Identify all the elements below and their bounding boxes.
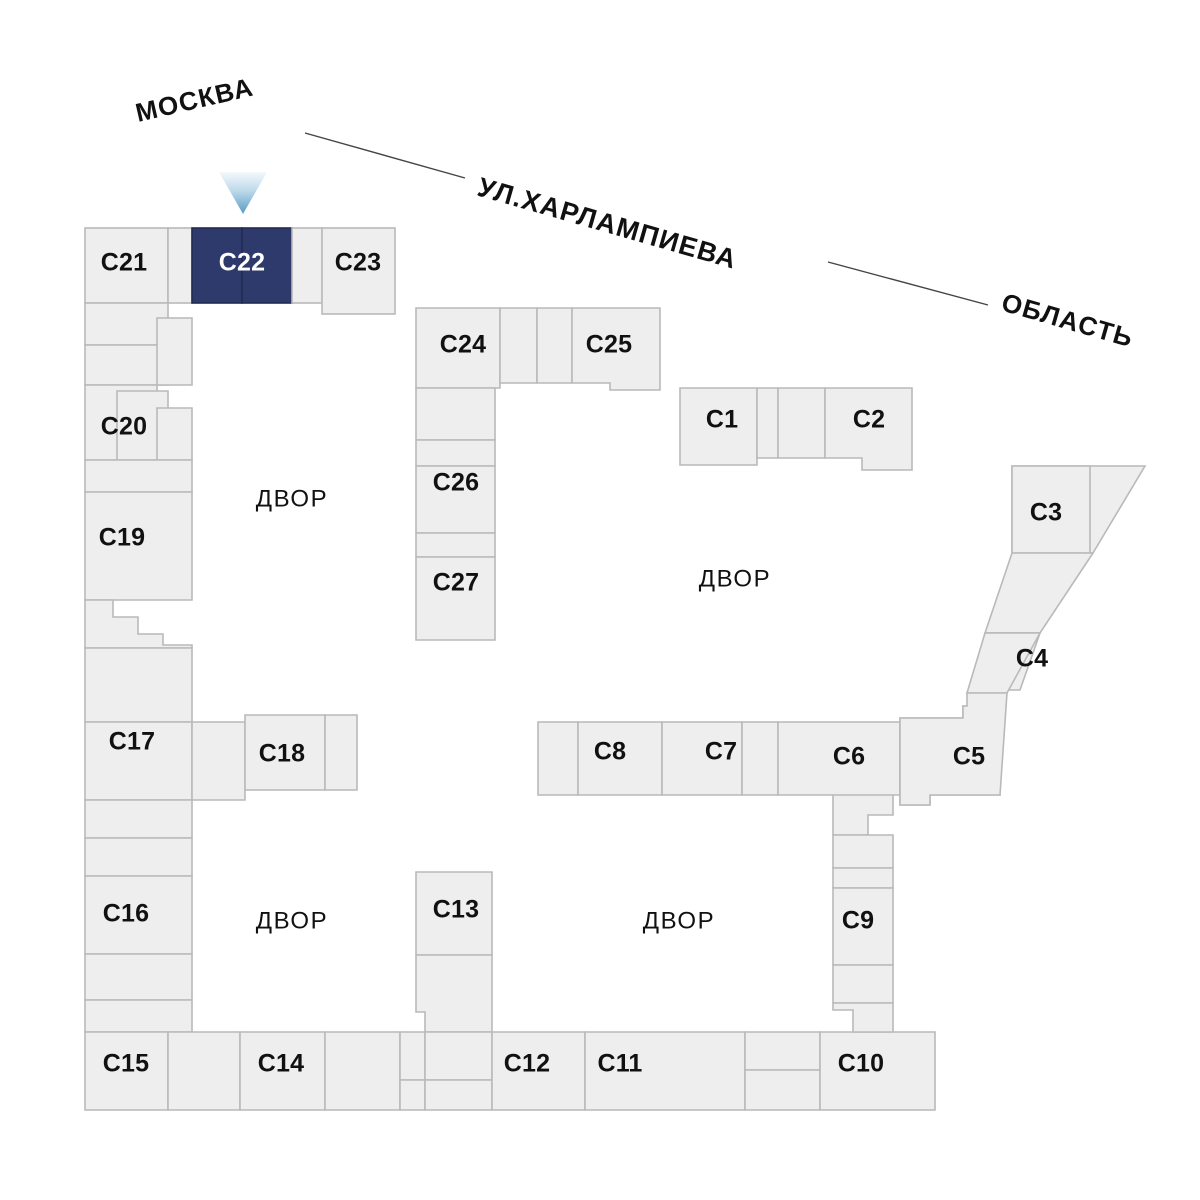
unit-label-C7[interactable]: C7 [705,738,737,766]
unit-shape-C2[interactable] [824,387,913,471]
unit-shape-C22b[interactable] [241,227,293,304]
unit-shape-C1[interactable] [679,387,758,466]
unit-shape-C1b[interactable] [756,387,779,459]
unit-shape-C5b[interactable] [899,692,1008,806]
unit-shape-C19[interactable] [84,491,193,601]
unit-shape-west-6[interactable] [84,953,193,1001]
unit-shape-C23a[interactable] [291,227,323,304]
leader-line-moscow [304,132,466,179]
unit-shape-west-3[interactable] [156,317,193,386]
unit-label-C23[interactable]: C23 [335,249,381,277]
unit-shape-C17b[interactable] [191,721,246,801]
unit-label-C13[interactable]: C13 [433,896,479,924]
unit-label-C8[interactable]: C8 [594,738,626,766]
unit-shape-C22a[interactable] [191,227,243,304]
unit-label-C20[interactable]: C20 [101,413,147,441]
unit-shape-C27b[interactable] [415,532,496,558]
unit-shape-C21b[interactable] [167,227,193,304]
unit-shape-C9e[interactable] [832,1002,894,1033]
unit-shape-C10[interactable] [819,1031,936,1111]
block-east-wing [832,789,894,1033]
yard-label-sw: ДВОР [256,907,329,934]
unit-label-C10[interactable]: C10 [838,1050,884,1078]
yard-label-se: ДВОР [643,907,716,934]
unit-label-C25[interactable]: C25 [586,331,632,359]
unit-shape-C11c[interactable] [744,1069,821,1111]
unit-shape-C9b[interactable] [832,834,894,869]
unit-shape-C2b[interactable] [777,387,826,459]
unit-label-C26[interactable]: C26 [433,469,479,497]
unit-label-C11[interactable]: C11 [597,1050,642,1078]
unit-label-C9[interactable]: C9 [842,907,874,935]
selected-unit-marker-icon [219,172,267,214]
block-c1-c2 [679,387,913,471]
unit-shape-C21[interactable] [84,227,169,304]
unit-shape-C26a[interactable] [415,387,496,441]
unit-label-C3[interactable]: C3 [1030,499,1062,527]
unit-label-C24[interactable]: C24 [440,331,486,359]
unit-shape-west-5[interactable] [84,837,193,877]
unit-shape-C9c[interactable] [832,867,894,889]
block-east-angled [899,465,1147,806]
unit-shape-C8a[interactable] [537,721,579,796]
unit-label-C19[interactable]: C19 [99,524,145,552]
block-west-wing [84,302,358,1033]
unit-shape-C24[interactable] [415,307,501,389]
unit-label-C14[interactable]: C14 [258,1050,304,1078]
unit-shape-C20d[interactable] [84,459,193,493]
unit-label-C5[interactable]: C5 [953,743,985,771]
unit-label-C17[interactable]: C17 [109,728,155,756]
yard-label-nw: ДВОР [256,485,329,512]
unit-shape-C25[interactable] [571,307,661,391]
unit-shape-C12b[interactable] [424,1079,493,1111]
unit-label-C4[interactable]: C4 [1016,645,1048,673]
unit-shape-C13b[interactable] [415,954,493,1033]
unit-label-C16[interactable]: C16 [103,900,149,928]
unit-shape-C24b[interactable] [499,307,538,384]
leader-line-oblast [827,261,989,306]
unit-shape-C11b[interactable] [744,1031,821,1071]
unit-shape-C13c[interactable] [399,1031,426,1081]
unit-shape-C25b[interactable] [536,307,573,384]
unit-label-C27[interactable]: C27 [433,569,479,597]
unit-label-C21[interactable]: C21 [101,249,147,277]
unit-shape-C9d[interactable] [832,964,894,1004]
unit-shape-C12a[interactable] [424,1031,493,1081]
unit-label-C6[interactable]: C6 [833,743,865,771]
block-north-row [84,227,396,315]
block-south-row [84,871,936,1111]
unit-label-C1[interactable]: C1 [706,406,738,434]
unit-shape-west-7[interactable] [84,999,193,1033]
unit-shape-C7b[interactable] [741,721,779,796]
unit-shape-C14b[interactable] [324,1031,401,1111]
unit-shape-C15b[interactable] [167,1031,241,1111]
block-center [415,307,661,641]
unit-label-C15[interactable]: C15 [103,1050,149,1078]
unit-shape-C26b[interactable] [415,439,496,467]
unit-shape-C23[interactable] [321,227,396,315]
yard-label-ne: ДВОР [699,565,772,592]
unit-label-C18[interactable]: C18 [259,740,305,768]
unit-shape-C20c[interactable] [156,407,193,461]
unit-label-C2[interactable]: C2 [853,406,885,434]
unit-shape-C18b[interactable] [324,714,358,791]
unit-shape-C13d[interactable] [399,1079,426,1111]
unit-shape-C6[interactable] [777,721,901,796]
unit-shape-west-1[interactable] [84,302,169,346]
unit-label-C12[interactable]: C12 [504,1050,550,1078]
unit-shape-C27[interactable] [415,556,496,641]
unit-shape-west-2[interactable] [84,344,169,386]
unit-shape-C17a[interactable] [84,647,193,723]
unit-label-C22[interactable]: C22 [219,249,265,277]
unit-shape-west-4[interactable] [84,799,193,839]
